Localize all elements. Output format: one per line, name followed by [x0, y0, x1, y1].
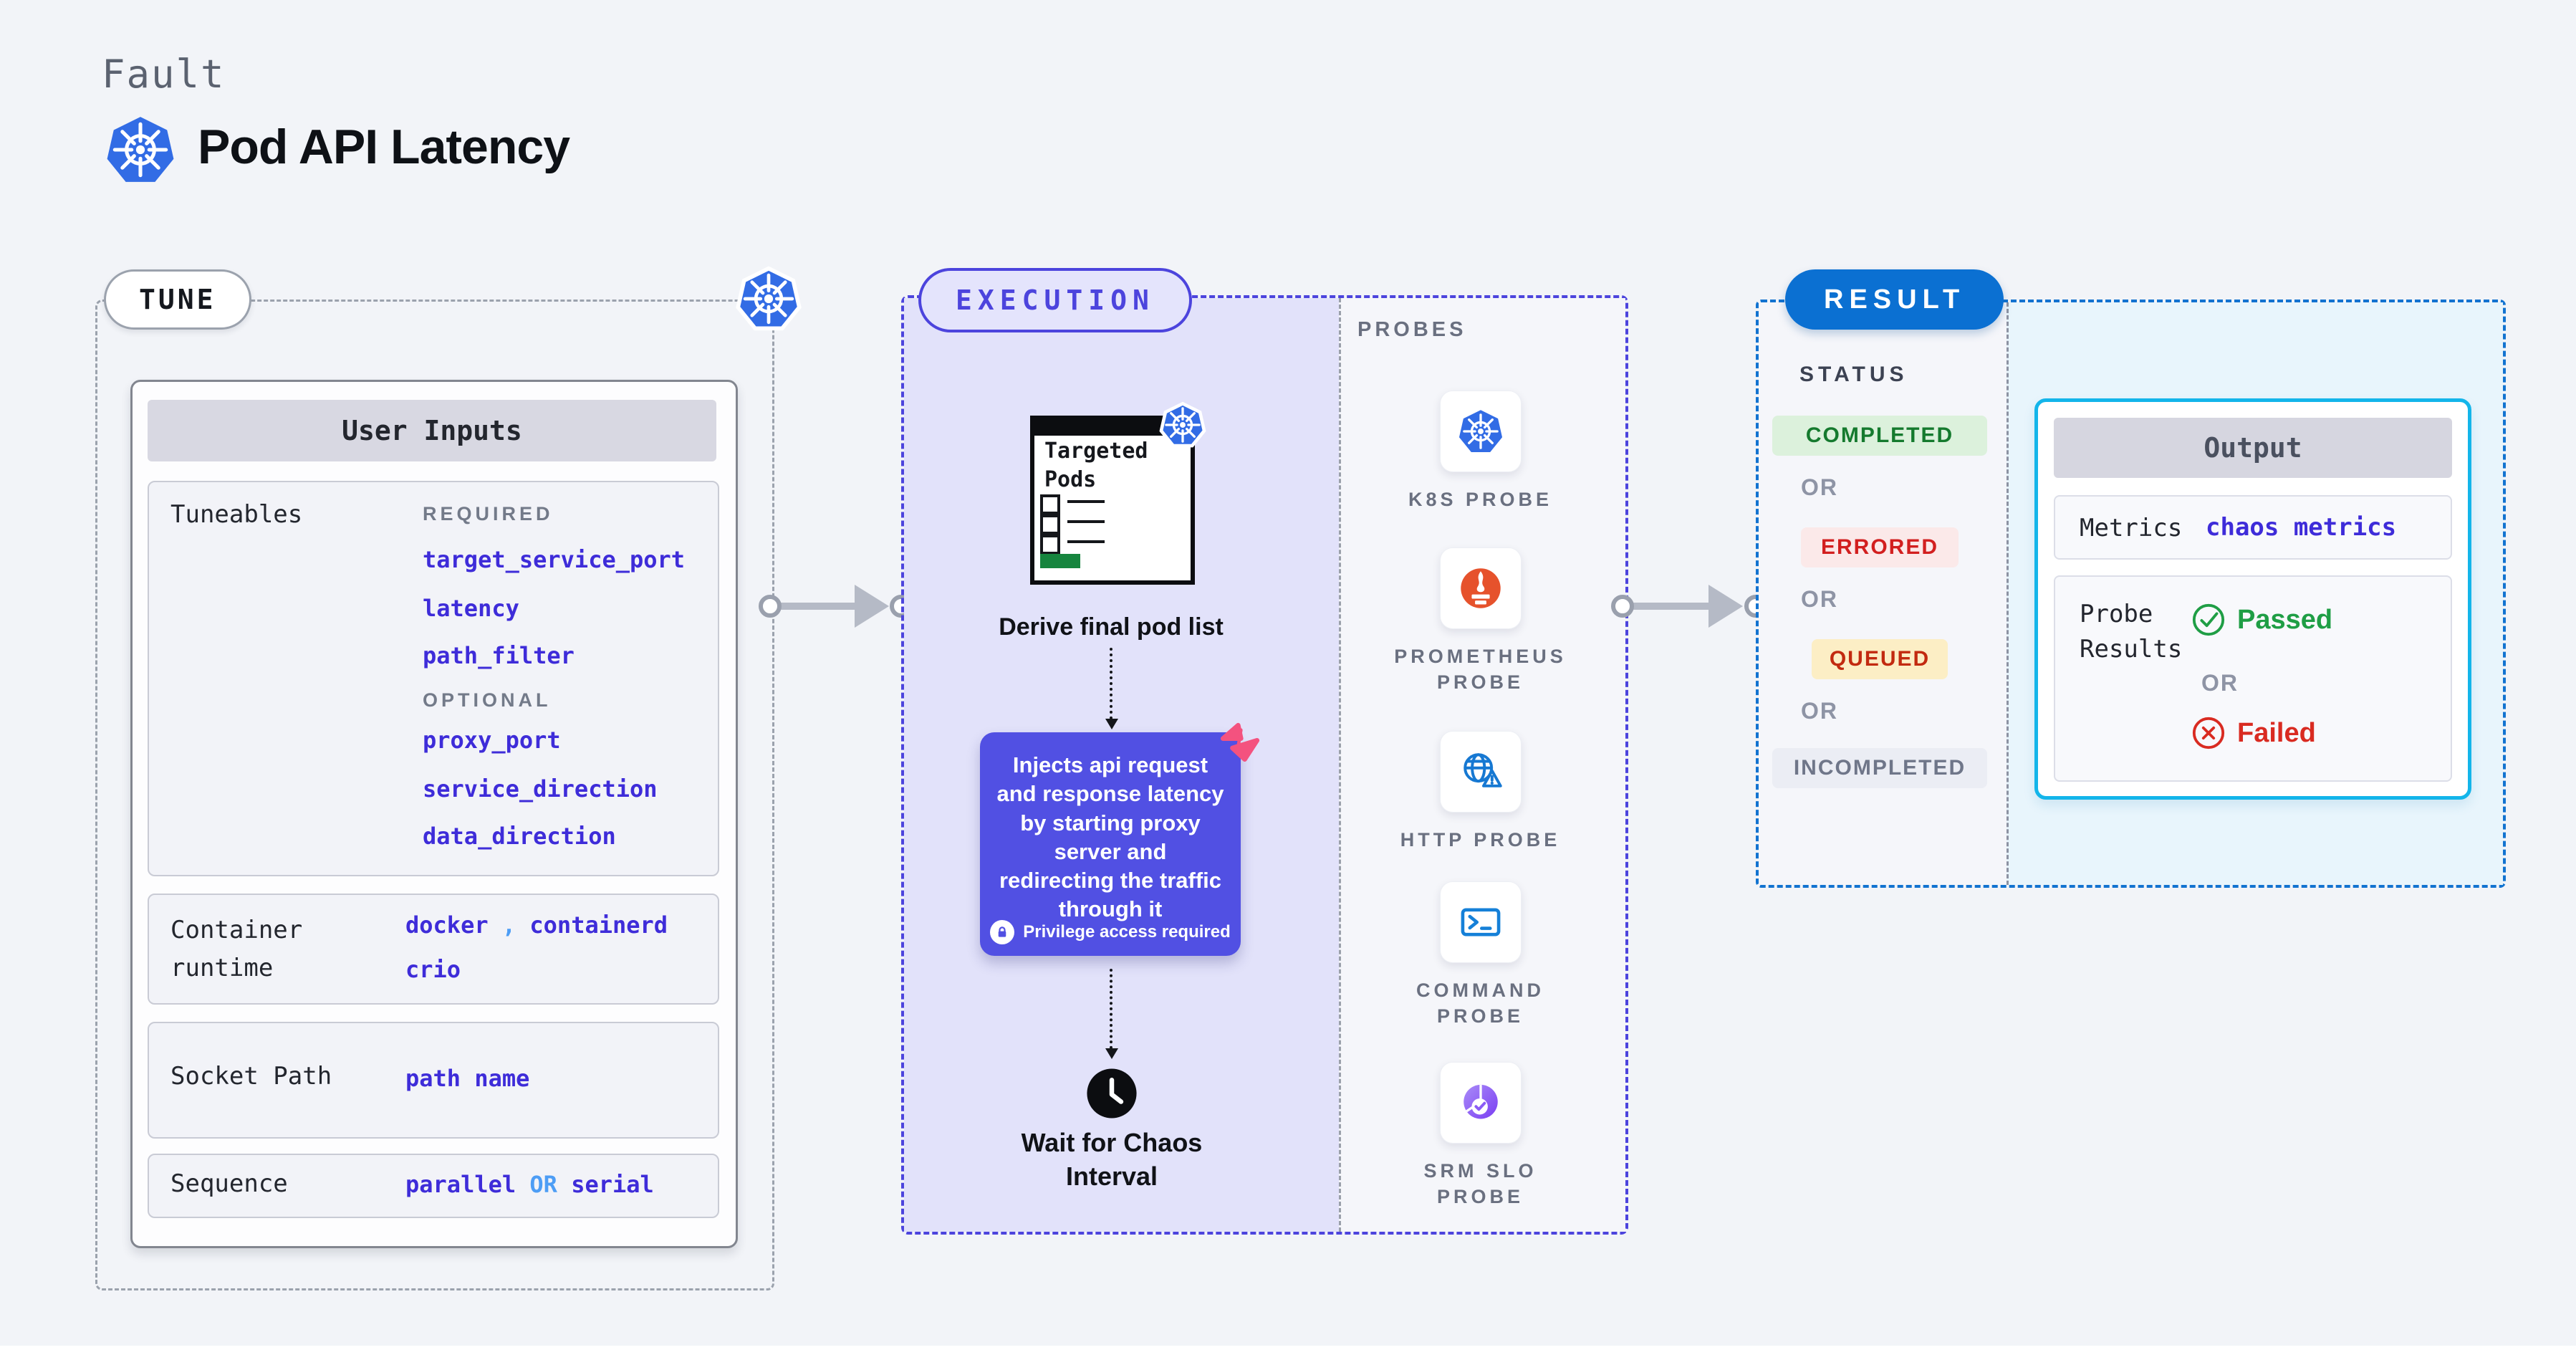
failed-label: Failed	[2237, 717, 2316, 748]
kubernetes-icon	[1439, 391, 1522, 472]
privilege-label: Privilege access required	[1023, 922, 1231, 942]
sequence-value: parallel OR serial	[405, 1171, 654, 1198]
probe-item-http: HTTP PROBE	[1338, 731, 1623, 853]
derive-pod-list-label: Derive final pod list	[999, 613, 1224, 641]
checkbox-icon	[1040, 494, 1060, 514]
doc-title-bar	[1034, 420, 1191, 436]
runtime-crio: crio	[405, 956, 461, 983]
targeted-pods-title: Targeted Pods	[1044, 439, 1148, 492]
slo-pie-icon	[1439, 1062, 1522, 1144]
socket-path-value: path name	[405, 1065, 530, 1092]
inject-latency-text: Injects api request and response latency…	[996, 752, 1224, 922]
probe-results-row: Probe Results Passed OR Failed	[2054, 575, 2452, 782]
param-service-direction: service_direction	[423, 775, 658, 803]
param-latency: latency	[423, 595, 519, 622]
execution-pill: EXECUTION	[918, 268, 1192, 332]
metrics-row: Metrics chaos metrics	[2054, 495, 2452, 560]
checkbox-icon	[1040, 535, 1060, 555]
lock-icon	[990, 920, 1015, 944]
wait-chaos-interval-label: Wait for Chaos Interval	[1021, 1128, 1203, 1191]
kubernetes-icon	[1159, 401, 1206, 449]
output-header: Output	[2054, 418, 2452, 478]
runtime-separator: ,	[501, 911, 516, 939]
probe-label: COMMAND PROBE	[1416, 980, 1544, 1028]
checkbox-icon	[1040, 514, 1060, 535]
status-badge-queued: QUEUED	[1812, 639, 1948, 679]
checkbox-line	[1067, 540, 1105, 543]
param-data-direction: data_direction	[423, 823, 616, 850]
runtime-docker: docker	[405, 911, 489, 939]
status-label: STATUS	[1799, 363, 1908, 386]
progress-bar	[1040, 554, 1080, 568]
status-badge-errored: ERRORED	[1801, 527, 1959, 567]
chaos-logo-icon	[1216, 719, 1264, 762]
check-circle-icon	[2192, 603, 2225, 636]
status-badge-incompleted: INCOMPLETED	[1772, 748, 1987, 788]
passed-label: Passed	[2237, 604, 2333, 635]
x-circle-icon	[2192, 717, 2225, 749]
socket-path-label: Socket Path	[170, 1062, 332, 1091]
prometheus-icon	[1439, 547, 1522, 629]
kubernetes-icon	[104, 113, 177, 186]
output-box: Output Metrics chaos metrics Probe Resul…	[2034, 398, 2471, 800]
fault-label: Fault	[102, 52, 226, 97]
failed-row: Failed	[2191, 716, 2316, 750]
tune-pill: TUNE	[104, 269, 251, 330]
dotted-arrow-down-icon	[1105, 648, 1118, 729]
or-label: OR	[1801, 586, 1838, 612]
terminal-icon	[1439, 881, 1522, 963]
container-runtime-values: docker , containerd	[405, 911, 668, 939]
probe-label: PROMETHEUS PROBE	[1394, 646, 1567, 694]
metrics-value: chaos metrics	[2206, 513, 2397, 542]
sequence-serial: serial	[571, 1171, 654, 1198]
page-title: Pod API Latency	[198, 120, 570, 174]
container-runtime-label: Container runtime	[170, 916, 303, 982]
result-status-pane	[1759, 302, 2007, 885]
sequence-card	[148, 1154, 719, 1218]
required-label: REQUIRED	[423, 503, 554, 525]
bottom-strip	[0, 1346, 2576, 1365]
dotted-arrow-down-icon	[1105, 969, 1118, 1059]
passed-row: Passed	[2191, 603, 2332, 637]
privilege-row: Privilege access required	[980, 920, 1241, 944]
probe-item-srm-slo: SRM SLO PROBE	[1338, 1062, 1623, 1210]
http-globe-icon	[1439, 731, 1522, 813]
or-label: OR	[2201, 670, 2239, 696]
probe-item-k8s: K8S PROBE	[1338, 391, 1623, 512]
or-label: OR	[1801, 698, 1838, 724]
probe-label: SRM SLO PROBE	[1423, 1160, 1537, 1208]
kubernetes-icon	[735, 265, 802, 332]
probe-label: HTTP PROBE	[1400, 829, 1561, 851]
checkbox-line	[1067, 500, 1105, 503]
param-proxy-port: proxy_port	[423, 727, 561, 754]
inject-latency-card: Injects api request and response latency…	[980, 732, 1241, 956]
sequence-or: OR	[529, 1171, 557, 1198]
probe-label: K8S PROBE	[1408, 489, 1553, 510]
sequence-label: Sequence	[170, 1169, 288, 1198]
probe-item-prometheus: PROMETHEUS PROBE	[1338, 547, 1623, 696]
metrics-label: Metrics	[2080, 514, 2183, 542]
tuneables-card	[148, 481, 719, 876]
socket-path-card	[148, 1022, 719, 1139]
user-inputs-header: User Inputs	[148, 400, 716, 461]
optional-label: OPTIONAL	[423, 689, 552, 711]
param-path-filter: path_filter	[423, 642, 575, 669]
status-badge-completed: COMPLETED	[1772, 416, 1987, 456]
param-target-service-port: target_service_port	[423, 546, 686, 573]
probe-results-label: Probe Results	[2080, 600, 2183, 664]
probes-header: PROBES	[1357, 318, 1467, 341]
checkbox-line	[1067, 520, 1105, 523]
runtime-containerd: containerd	[529, 911, 668, 939]
tuneables-label: Tuneables	[170, 500, 303, 529]
sequence-parallel: parallel	[405, 1171, 516, 1198]
tune-section	[95, 300, 774, 1290]
clock-icon	[1086, 1068, 1138, 1119]
result-pill: RESULT	[1785, 269, 2004, 330]
probe-item-command: COMMAND PROBE	[1338, 881, 1623, 1030]
container-runtime-card	[148, 894, 719, 1005]
or-label: OR	[1801, 474, 1838, 500]
